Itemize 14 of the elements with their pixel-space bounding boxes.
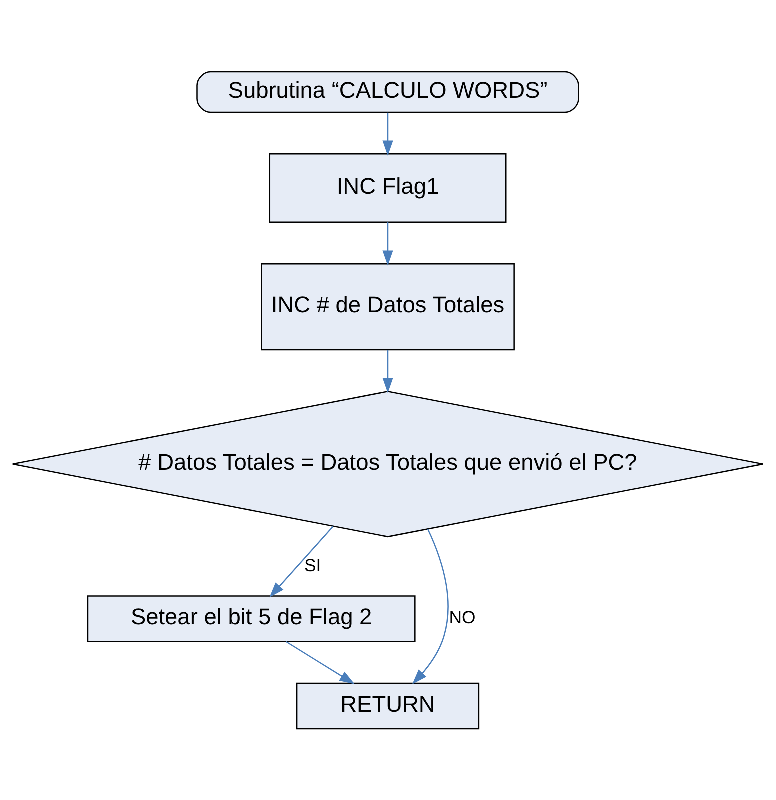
node-box: INC # de Datos Totales [261,262,515,350]
edge-label: SI [304,554,322,575]
arrow [412,528,449,684]
arrow [382,350,394,393]
node-box: RETURN [296,682,480,730]
edge-label: NO [449,607,476,628]
arrow [270,526,334,598]
node-box: INC Flag1 [269,153,507,223]
node-box: Subrutina “CALCULO WORDS” [196,70,580,113]
node-diamond: # Datos Totales = Datos Totales que envió el PC? [12,390,764,538]
arrow [286,640,355,684]
arrow [382,222,394,266]
arrow [382,112,394,156]
node-box: Setear el bit 5 de Flag 2 [87,595,416,642]
